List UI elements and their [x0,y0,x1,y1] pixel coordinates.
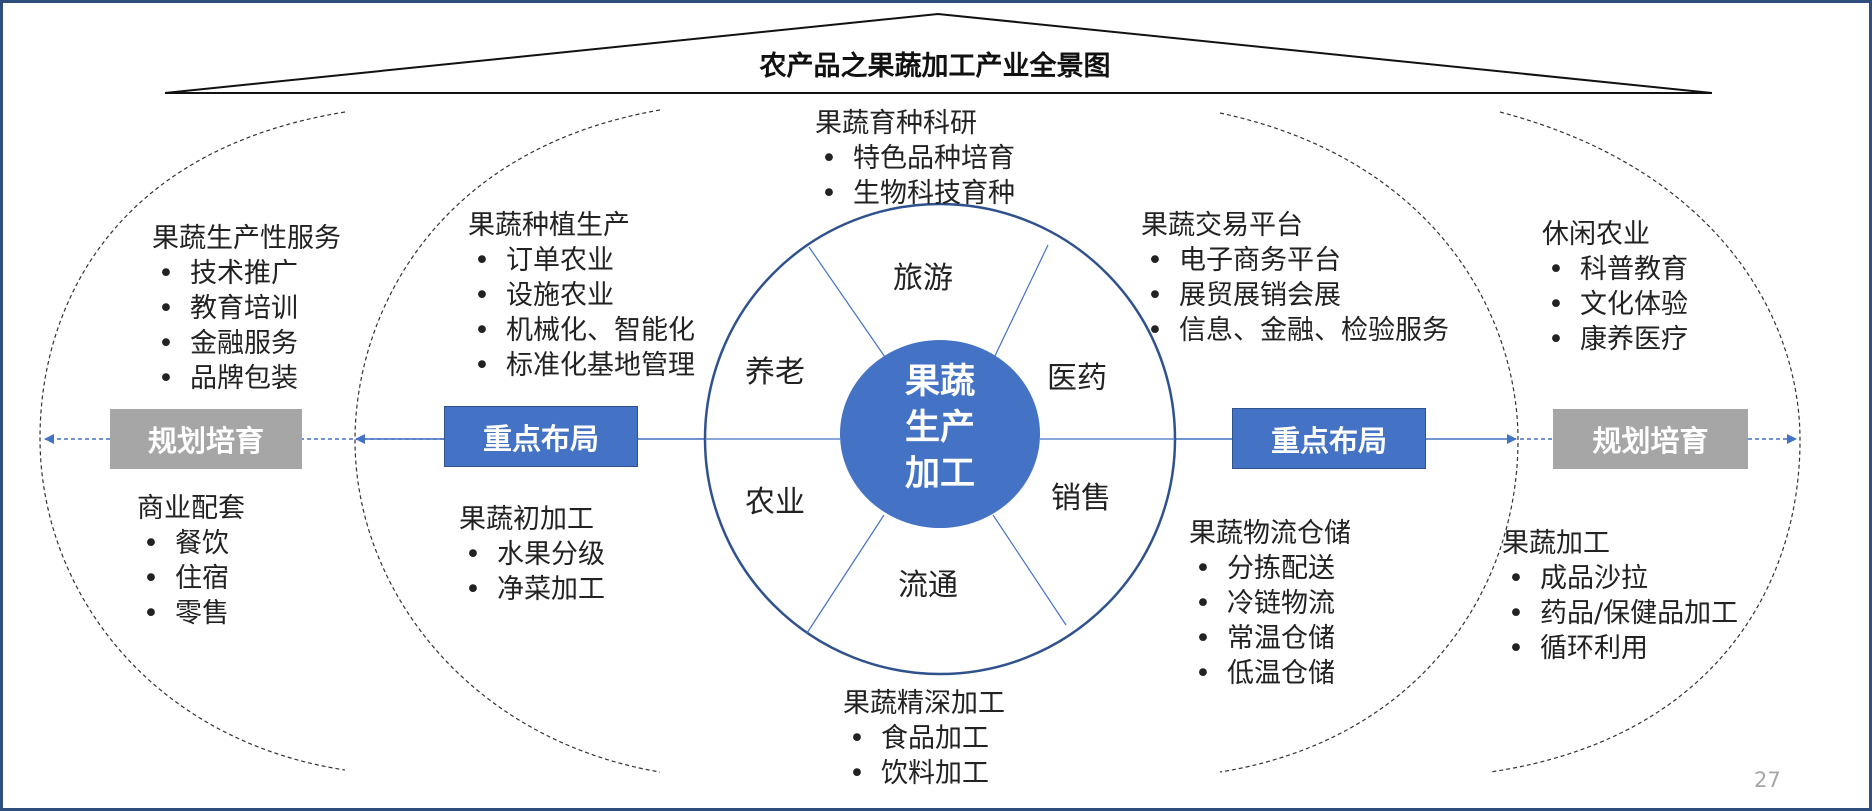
group-trading: 果蔬交易平台 电子商务平台 展贸展销会展 信息、金融、检验服务 [1141,208,1449,348]
badge-focus-right: 重点布局 [1232,408,1426,469]
group-breeding: 果蔬育种科研 特色品种培育 生物科技育种 [815,106,1015,211]
ring-label-circulation: 流通 [898,568,958,603]
group-heading: 商业配套 [137,493,245,524]
list-item: 生物科技育种 [815,176,1015,211]
group-processing: 果蔬加工 成品沙拉 药品/保健品加工 循环利用 [1502,526,1738,666]
outer-arc-left [39,111,346,771]
roof-outline [164,12,1713,94]
list-item: 康养医疗 [1542,322,1688,357]
group-heading: 果蔬物流仓储 [1189,518,1351,549]
list-item: 机械化、智能化 [468,313,695,348]
list-item: 水果分级 [459,537,605,572]
group-heading: 果蔬交易平台 [1141,210,1303,241]
group-heading: 果蔬育种科研 [815,108,977,139]
list-item: 饮料加工 [843,756,1005,791]
group-heading: 果蔬生产性服务 [152,223,341,254]
ring-label-tourism: 旅游 [893,261,953,296]
list-item: 冷链物流 [1189,586,1351,621]
list-item: 标准化基地管理 [468,348,695,383]
outer-arc-right [1489,111,1801,773]
list-item: 住宿 [137,561,245,596]
page-title: 农产品之果蔬加工产业全景图 [759,51,1111,82]
inner-arc-right [1219,112,1519,773]
spoke-upper-right [992,244,1049,361]
list-item: 特色品种培育 [815,141,1015,176]
page-number: 27 [1754,768,1781,792]
badge-focus-left: 重点布局 [444,406,638,467]
list-item: 电子商务平台 [1141,243,1449,278]
ring-label-sales: 销售 [1051,481,1111,516]
list-item: 展贸展销会展 [1141,278,1449,313]
list-item: 信息、金融、检验服务 [1141,313,1449,348]
list-item: 设施农业 [468,278,695,313]
group-heading: 果蔬初加工 [459,504,594,535]
list-item: 食品加工 [843,721,1005,756]
list-item: 品牌包装 [152,361,341,396]
center-line-1: 果蔬 [904,362,975,402]
list-item: 教育培训 [152,291,341,326]
list-item: 金融服务 [152,326,341,361]
list-item: 科普教育 [1542,252,1688,287]
center-circle [840,340,1040,528]
list-item: 分拣配送 [1189,551,1351,586]
list-item: 药品/保健品加工 [1502,596,1738,631]
list-item: 订单农业 [468,243,695,278]
spoke-upper-left [808,246,888,361]
list-item: 餐饮 [137,526,245,561]
group-heading: 果蔬种植生产 [468,210,630,241]
ring-label-elderly-care: 养老 [745,355,805,390]
group-heading: 果蔬加工 [1502,528,1610,559]
list-item: 成品沙拉 [1502,561,1738,596]
ring-label-agriculture: 农业 [745,485,805,520]
list-item: 文化体验 [1542,287,1688,322]
group-deep-processing: 果蔬精深加工 食品加工 饮料加工 [843,686,1005,791]
list-item: 常温仓储 [1189,621,1351,656]
group-planting: 果蔬种植生产 订单农业 设施农业 机械化、智能化 标准化基地管理 [468,208,695,383]
group-heading: 果蔬精深加工 [843,688,1005,719]
group-primary-processing: 果蔬初加工 水果分级 净菜加工 [459,502,605,607]
list-item: 低温仓储 [1189,656,1351,691]
group-logistics: 果蔬物流仓储 分拣配送 冷链物流 常温仓储 低温仓储 [1189,516,1351,691]
ring-label-medicine: 医药 [1047,361,1107,396]
list-item: 技术推广 [152,256,341,291]
badge-planning-right: 规划培育 [1553,409,1748,469]
group-commercial: 商业配套 餐饮 住宿 零售 [137,491,245,631]
group-services: 果蔬生产性服务 技术推广 教育培训 金融服务 品牌包装 [152,221,341,396]
list-item: 净菜加工 [459,572,605,607]
center-label: 果蔬 生产 加工 [840,359,1040,529]
center-line-3: 加工 [904,454,975,494]
spoke-lower-right [992,514,1067,626]
badge-planning-left: 规划培育 [110,409,302,469]
group-heading: 休闲农业 [1542,219,1650,250]
group-leisure: 休闲农业 科普教育 文化体验 康养医疗 [1542,217,1688,357]
list-item: 循环利用 [1502,631,1738,666]
list-item: 零售 [137,596,245,631]
spoke-lower-left [806,514,885,634]
center-line-2: 生产 [904,408,975,448]
